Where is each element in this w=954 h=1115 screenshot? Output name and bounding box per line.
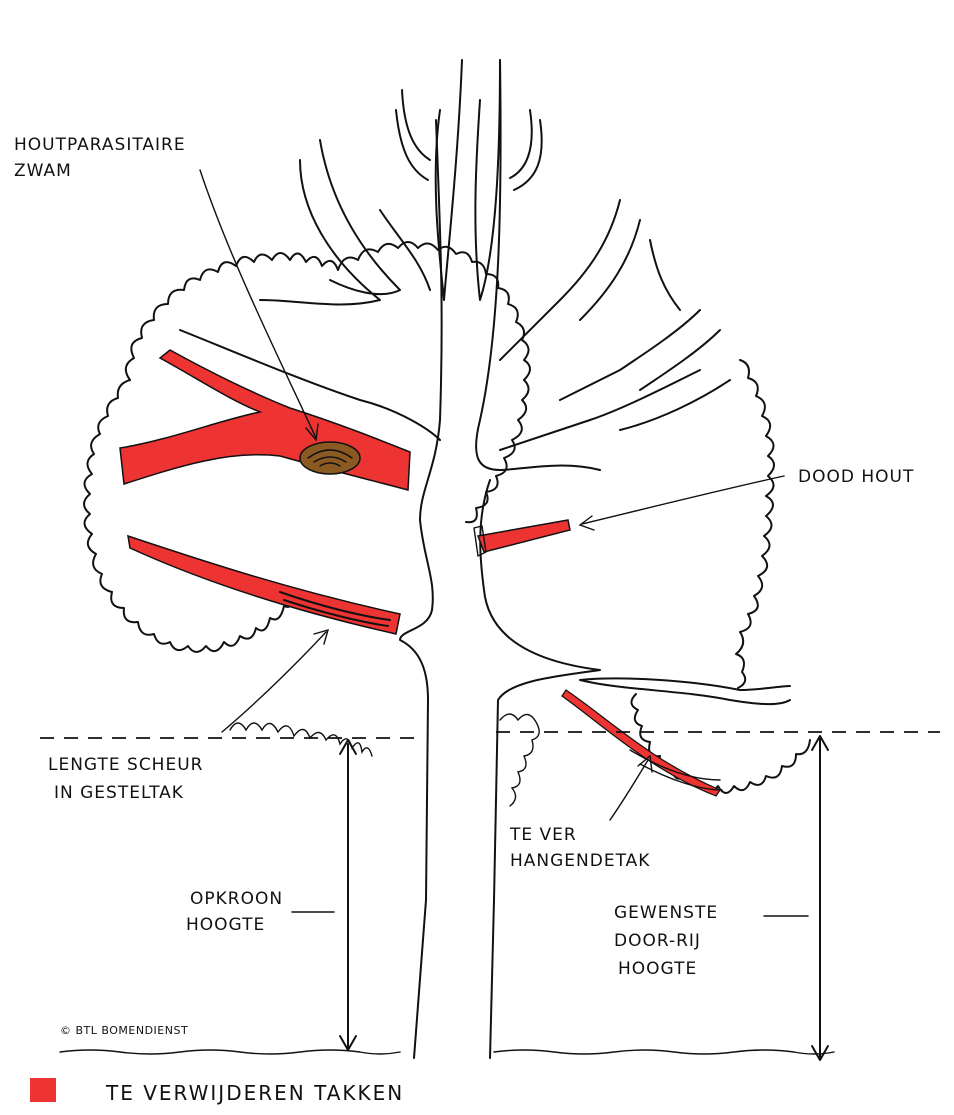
right-lower-fringe (500, 714, 539, 806)
removal-cracked-branch (128, 536, 400, 634)
label-crown-height-2: HOOGTE (186, 915, 265, 935)
label-hanging-1: TE VER (509, 825, 577, 845)
ground-left (60, 1050, 400, 1054)
inner-branches-left (180, 140, 440, 440)
hanging-leader (610, 760, 648, 820)
label-fungus-1: HOUTPARASITAIRE (14, 135, 186, 155)
removal-dead-wood (478, 520, 570, 552)
crack-leader (222, 632, 326, 732)
label-dead-wood: DOOD HOUT (798, 467, 914, 487)
removal-branch-fungus (120, 350, 410, 490)
legend-swatch (30, 1078, 56, 1102)
legend-label: TE VERWIJDEREN TAKKEN (105, 1081, 404, 1105)
label-fungus-2: ZWAM (14, 161, 72, 181)
label-hanging-2: HANGENDETAK (510, 851, 650, 871)
crown-upper-outline (126, 242, 530, 522)
label-crack-2: IN GESTELTAK (54, 783, 184, 803)
lower-right-branch (580, 678, 790, 704)
label-crown-height-1: OPKROON (190, 889, 283, 909)
left-lower-fringe (230, 723, 372, 756)
dead-wood-leader (582, 476, 784, 524)
crown-right-edge (736, 360, 774, 688)
trunk-left-edge (400, 120, 442, 1058)
ground-right (494, 1050, 834, 1054)
label-clearance-3: HOOGTE (618, 959, 697, 979)
crown-right-lower (631, 694, 810, 793)
removal-hanging-branch (562, 690, 720, 796)
label-clearance-2: DOOR-RIJ (614, 931, 701, 951)
inner-branches-right (500, 200, 730, 450)
label-clearance-1: GEWENSTE (614, 903, 718, 923)
copyright-text: © BTL BOMENDIENST (60, 1024, 188, 1037)
label-crack-1: LENGTE SCHEUR (48, 755, 203, 775)
